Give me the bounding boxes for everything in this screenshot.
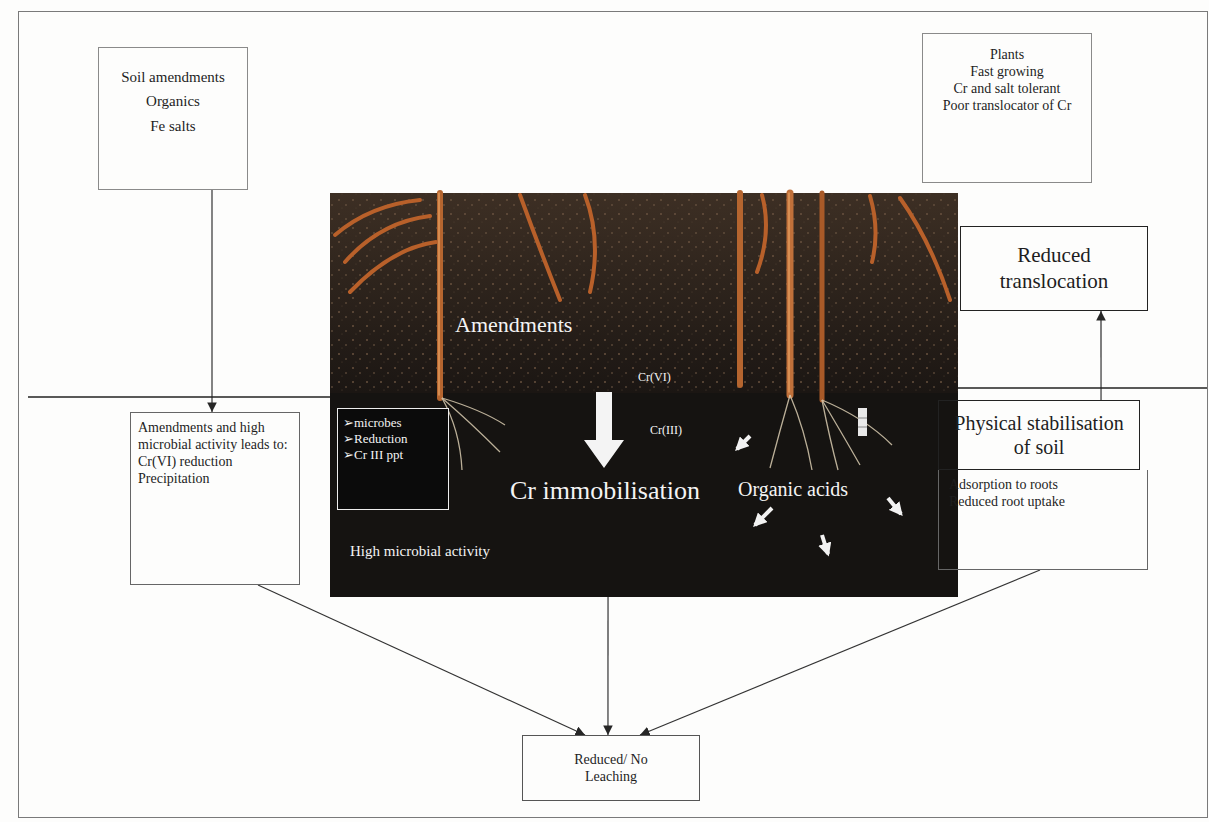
ground-line: [958, 387, 1207, 389]
species-label: Cr(III): [650, 424, 682, 438]
leaf: [335, 200, 420, 235]
box-text: Precipitation: [138, 470, 210, 487]
connector-arrow: [607, 597, 608, 735]
leaves: [335, 195, 950, 300]
leaf: [900, 198, 950, 300]
connector-arrow: [1100, 311, 1101, 400]
vial-stripe: [858, 418, 867, 419]
box-text: Fast growing: [970, 63, 1044, 80]
roots: [442, 395, 892, 470]
box-text: Cr and salt tolerant: [954, 80, 1061, 97]
box-text: ➢Cr III ppt: [343, 447, 403, 463]
soil-texture: [330, 193, 958, 393]
root: [822, 400, 838, 470]
vial: [858, 408, 867, 436]
root: [442, 398, 500, 452]
stalk: [437, 193, 443, 398]
small-arrow: [737, 436, 750, 449]
photo-label: Amendments: [455, 312, 572, 337]
leaf: [520, 195, 560, 300]
small-arrow: [888, 498, 901, 514]
process-box: Amendments and high microbial activity l…: [130, 412, 300, 585]
stalks: [439, 193, 822, 400]
stalk: [737, 193, 743, 385]
page-frame: [19, 12, 1208, 818]
root: [770, 395, 790, 468]
leaf: [345, 216, 430, 262]
result-box: Physical stabilisation of soil: [938, 400, 1140, 470]
connector-arrow: [258, 585, 585, 735]
box-heading: Physical stabilisation of soil: [947, 411, 1132, 460]
photo-ground: [330, 193, 958, 597]
leaf: [757, 195, 766, 272]
root: [790, 395, 812, 470]
box-heading: Plants: [990, 46, 1024, 63]
stalk: [787, 193, 794, 395]
box-text: Fe salts: [150, 117, 195, 135]
flow-arrow: [584, 392, 624, 468]
root: [822, 400, 860, 465]
box-text: ➢Reduction: [343, 431, 407, 447]
box-text: Reduced root uptake: [949, 493, 1065, 510]
leaf: [870, 196, 876, 262]
result-box: Reduced translocation: [960, 226, 1148, 311]
box-heading: ➢microbes: [343, 415, 402, 431]
box-text: Poor translocator of Cr: [943, 97, 1072, 114]
process-box: ➢microbes➢Reduction➢Cr III ppt: [337, 408, 449, 510]
sample-vial: [858, 408, 867, 436]
small-arrow: [755, 508, 772, 525]
box-heading: Reduced/ No Leaching: [561, 751, 661, 785]
species-label: Cr(VI): [638, 371, 671, 385]
process-box: Soil amendmentsOrganics Fe salts: [98, 47, 248, 190]
photo-band: AmendmentsCr(VI) Cr(III) Cr immobilisation…: [330, 193, 958, 597]
root: [822, 400, 892, 445]
connector-arrow: [211, 190, 212, 412]
box-heading: Amendments and high microbial activity l…: [138, 419, 292, 453]
leaf: [585, 195, 595, 292]
photo-label: Organic acids: [738, 478, 848, 501]
photo-label: Cr immobilisation: [510, 476, 700, 506]
vial-stripe: [858, 427, 867, 428]
box-text: Organics: [146, 92, 200, 110]
box-text: Cr(VI) reduction: [138, 453, 232, 470]
stalk-highlight: [438, 193, 440, 395]
process-box: PlantsFast growingCr and salt tolerantPo…: [922, 33, 1092, 183]
result-box: Reduced/ No Leaching: [522, 735, 700, 801]
soil-layer: [330, 193, 958, 393]
small-arrow: [822, 535, 828, 554]
stalk-highlight: [788, 193, 790, 392]
stalk: [820, 193, 825, 400]
box-heading: Adsorption to roots: [949, 476, 1058, 493]
box-heading: Reduced translocation: [979, 243, 1129, 294]
small-arrows: [737, 436, 901, 554]
photo-label: High microbial activity: [350, 543, 490, 560]
process-box: Adsorption to rootsReduced root uptake: [938, 470, 1148, 570]
box-heading: Soil amendments: [121, 68, 225, 86]
root: [442, 398, 505, 425]
ground-line: [28, 396, 330, 398]
leaf: [350, 242, 436, 292]
